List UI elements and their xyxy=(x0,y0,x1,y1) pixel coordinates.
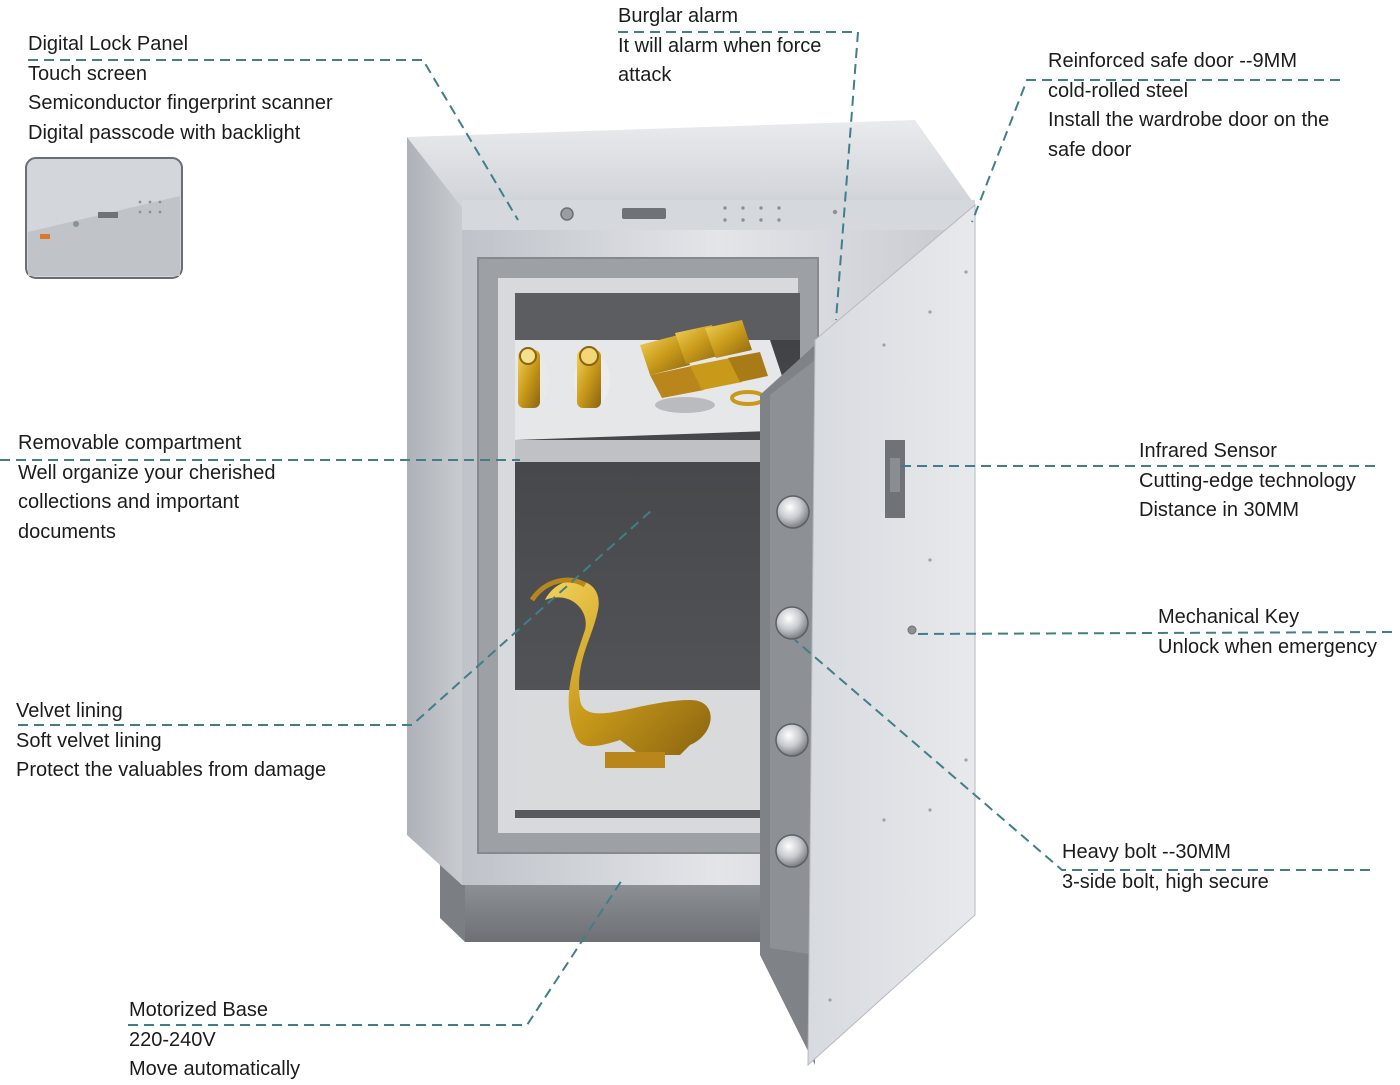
callout-heavy-bolt: Heavy bolt --30MM 3-side bolt, high secu… xyxy=(1062,838,1269,897)
lock-panel-thumbnail xyxy=(25,157,183,279)
callout-removable-compartment: Removable compartment Well organize your… xyxy=(18,429,276,547)
callout-mechanical-key: Mechanical Key Unlock when emergency xyxy=(1158,603,1377,662)
callout-detail: documents xyxy=(18,520,116,543)
watch-display xyxy=(517,346,610,408)
callout-burglar-alarm: Burglar alarm It will alarm when force a… xyxy=(618,2,821,91)
safe-body-top xyxy=(407,120,975,207)
callout-digital-lock-panel: Digital Lock Panel Touch screen Semicond… xyxy=(28,30,333,148)
callout-detail: Install the wardrobe door on the xyxy=(1048,109,1330,132)
callout-title: Heavy bolt --30MM xyxy=(1062,841,1231,863)
callout-detail: Protect the valuables from damage xyxy=(16,759,327,782)
mechanical-keyhole xyxy=(907,625,917,635)
callout-detail: Semiconductor fingerprint scanner xyxy=(28,92,333,115)
callout-title: Digital Lock Panel xyxy=(28,33,189,55)
callout-detail: safe door xyxy=(1048,138,1132,161)
leader-digital-lock xyxy=(28,59,519,221)
jewelry-pile xyxy=(655,397,715,413)
safe-body-side xyxy=(407,137,462,885)
callout-detail: Well organize your cherished xyxy=(18,461,276,484)
leader-mechanical-key xyxy=(911,631,1393,635)
leader-burglar-alarm xyxy=(618,31,860,321)
lock-panel-strip xyxy=(462,200,975,230)
gold-sculpture xyxy=(529,577,711,768)
callout-detail: Digital passcode with backlight xyxy=(28,121,301,144)
leader-reinforced-door xyxy=(971,79,1340,223)
callout-detail: Move automatically xyxy=(129,1058,301,1081)
callout-title: Motorized Base xyxy=(129,999,268,1021)
callout-motorized-base: Motorized Base 220-240V Move automatical… xyxy=(129,996,300,1085)
callout-infrared-sensor: Infrared Sensor Cutting-edge technology … xyxy=(1139,437,1356,526)
callout-detail: collections and important xyxy=(18,491,240,514)
callout-title: Velvet lining xyxy=(16,700,123,722)
callout-title: Reinforced safe door --9MM xyxy=(1048,50,1297,72)
callout-detail: cold-rolled steel xyxy=(1048,79,1189,102)
callout-title: Burglar alarm xyxy=(618,5,739,27)
callout-detail: attack xyxy=(618,64,672,87)
callout-title: Mechanical Key xyxy=(1158,606,1300,628)
leader-velvet xyxy=(18,509,653,726)
callout-reinforced-door: Reinforced safe door --9MM cold-rolled s… xyxy=(1048,47,1329,165)
callout-title: Infrared Sensor xyxy=(1139,440,1277,462)
leader-heavy-bolt xyxy=(794,639,1370,871)
leader-motorized-base xyxy=(128,879,623,1026)
callout-detail: Distance in 30MM xyxy=(1139,499,1300,522)
callout-detail: 220-240V xyxy=(129,1028,216,1051)
callout-detail: Touch screen xyxy=(28,62,147,85)
callout-detail: Cutting-edge technology xyxy=(1139,469,1356,492)
heavy-bolts xyxy=(775,495,810,868)
callout-detail: It will alarm when force xyxy=(618,34,822,57)
gold-bars xyxy=(640,320,768,398)
callout-detail: Soft velvet lining xyxy=(16,729,162,752)
callout-detail: Unlock when emergency xyxy=(1158,635,1377,658)
callout-velvet-lining: Velvet lining Soft velvet lining Protect… xyxy=(16,697,326,786)
callout-detail: 3-side bolt, high secure xyxy=(1062,870,1269,893)
callout-title: Removable compartment xyxy=(18,432,242,454)
leader-lines xyxy=(0,31,1393,1026)
